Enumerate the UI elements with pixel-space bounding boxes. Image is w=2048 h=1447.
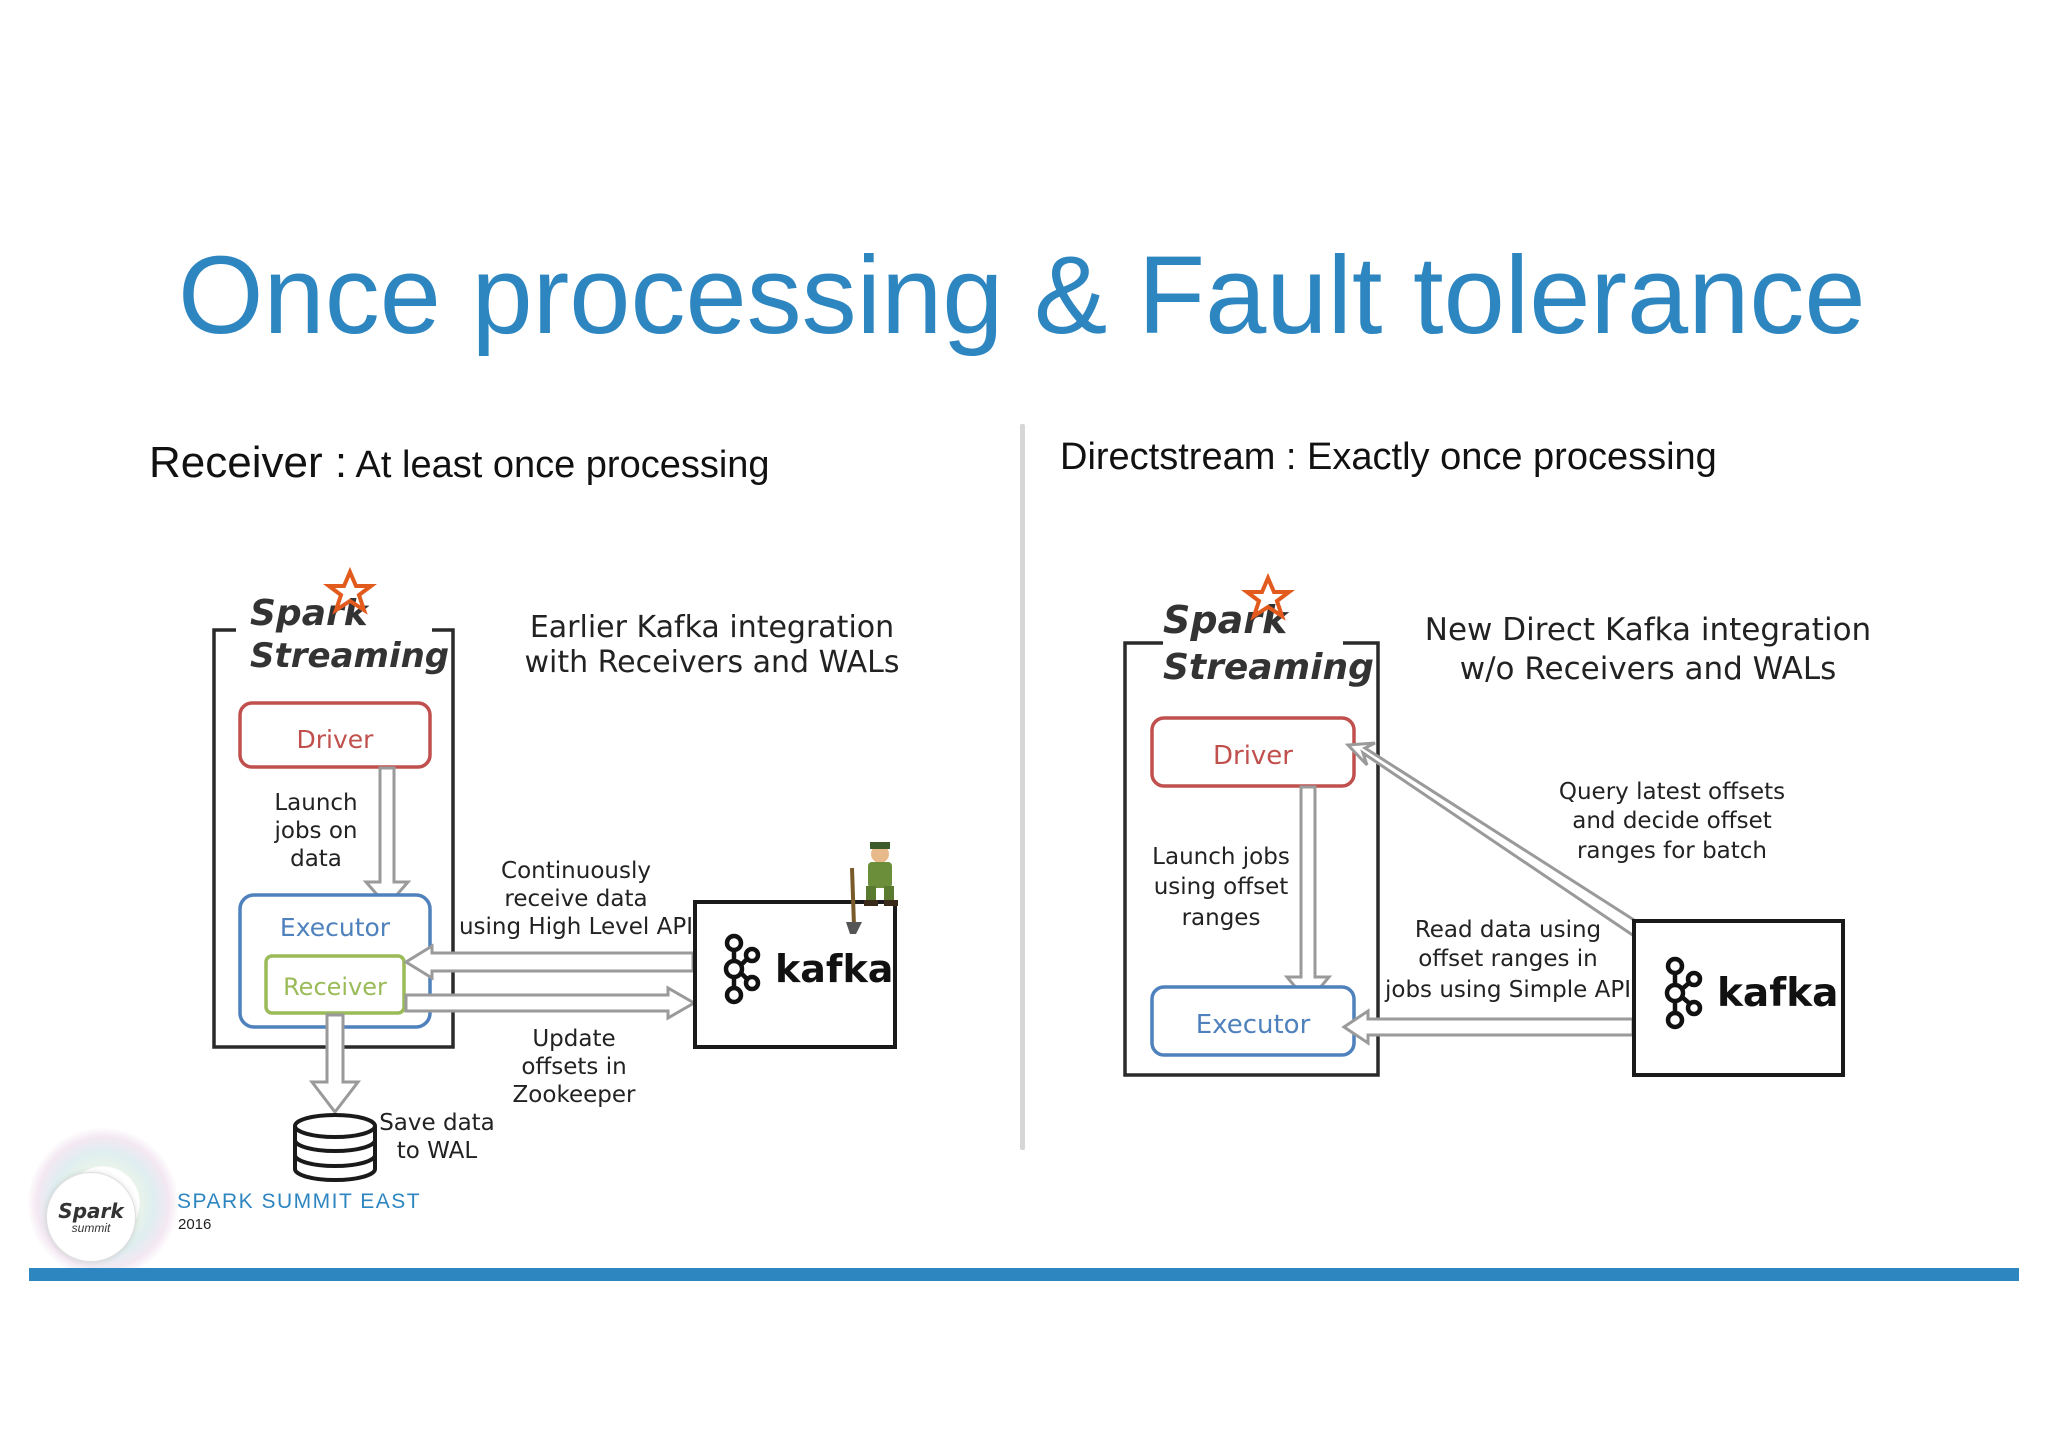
directstream-heading-sub: Exactly once processing — [1307, 436, 1717, 478]
launch-line: using offset — [1154, 874, 1289, 900]
receiver-heading-main: Receiver : — [149, 438, 348, 487]
update-line: offsets in — [521, 1054, 626, 1080]
launch-jobs-arrow — [362, 766, 412, 909]
read-data-arrow — [1341, 1008, 1635, 1046]
kafka-logo-icon — [1664, 956, 1703, 1030]
update-line: Update — [532, 1026, 615, 1052]
continuous-line: Continuously — [501, 858, 651, 884]
launch-line: Launch — [274, 790, 357, 816]
spark-star-icon — [1241, 572, 1295, 621]
read-line: jobs using Simple API — [1384, 977, 1631, 1003]
read-line: Read data using — [1415, 917, 1601, 943]
directstream-heading-main: Directstream : — [1060, 436, 1297, 478]
bottom-accent-bar — [29, 1268, 2019, 1281]
zookeeper-mascot-icon — [846, 842, 898, 934]
continuous-line: receive data — [504, 886, 647, 912]
executor-label: Executor — [1196, 1010, 1311, 1040]
receiver-box — [264, 954, 406, 1015]
spark-logo-word: Spark — [250, 593, 370, 634]
driver-label: Driver — [1213, 741, 1293, 771]
launch-jobs-arrow — [1283, 785, 1333, 1005]
spark-star-icon — [323, 566, 377, 615]
receive-data-arrow — [403, 943, 695, 981]
query-line: ranges for batch — [1577, 838, 1767, 864]
save-wal-arrow — [308, 1013, 362, 1115]
spark-logo-word: Spark — [1163, 598, 1290, 642]
launch-line: jobs on — [273, 818, 357, 844]
event-name: SPARK SUMMIT EAST — [177, 1190, 422, 1213]
update-line: Zookeeper — [513, 1082, 636, 1108]
caption-line: with Receivers and WALs — [525, 645, 900, 680]
driver-box — [238, 701, 432, 769]
update-offsets-arrow — [404, 985, 698, 1021]
receiver-heading-sub: At least once processing — [355, 444, 770, 486]
receiver-heading: Receiver : At least once processing — [149, 438, 770, 488]
event-year: 2016 — [178, 1216, 212, 1233]
spark-summit-logo: Spark summit — [46, 1172, 136, 1262]
caption-line: Earlier Kafka integration — [530, 610, 894, 645]
directstream-diagram: Spark Streaming New Direct Kafka integra… — [1123, 572, 1871, 1077]
spark-streaming-frame — [1123, 641, 1380, 1077]
receiver-label: Receiver — [283, 973, 387, 1001]
launch-line: ranges — [1182, 905, 1261, 931]
directstream-heading: Directstream : Exactly once processing — [1060, 436, 1717, 479]
receiver-diagram: Spark Streaming Earlier Kafka integratio… — [212, 566, 900, 1182]
slide-title: Once processing & Fault tolerance — [178, 234, 1866, 357]
query-line: Query latest offsets — [1559, 779, 1785, 805]
driver-label: Driver — [297, 725, 375, 754]
continuous-line: using High Level API — [459, 914, 693, 940]
kafka-logo-icon — [723, 933, 761, 1005]
launch-line: Launch jobs — [1152, 844, 1290, 870]
kafka-label: kafka — [775, 947, 893, 991]
caption-line: w/o Receivers and WALs — [1460, 651, 1837, 687]
executor-label: Executor — [280, 913, 391, 942]
column-divider — [1020, 424, 1025, 1150]
query-line: and decide offset — [1572, 808, 1772, 834]
kafka-label: kafka — [1717, 971, 1838, 1016]
badge-line: Spark — [58, 1199, 124, 1223]
wal-database-icon — [293, 1113, 377, 1182]
streaming-label: Streaming — [1163, 647, 1374, 688]
save-line: to WAL — [397, 1138, 478, 1164]
caption-line: New Direct Kafka integration — [1425, 612, 1871, 648]
read-line: offset ranges in — [1418, 946, 1598, 972]
streaming-label: Streaming — [250, 636, 449, 676]
badge-line: summit — [71, 1221, 111, 1235]
launch-line: data — [290, 846, 342, 872]
save-line: Save data — [379, 1110, 495, 1136]
query-offsets-arrow — [1344, 741, 1648, 941]
